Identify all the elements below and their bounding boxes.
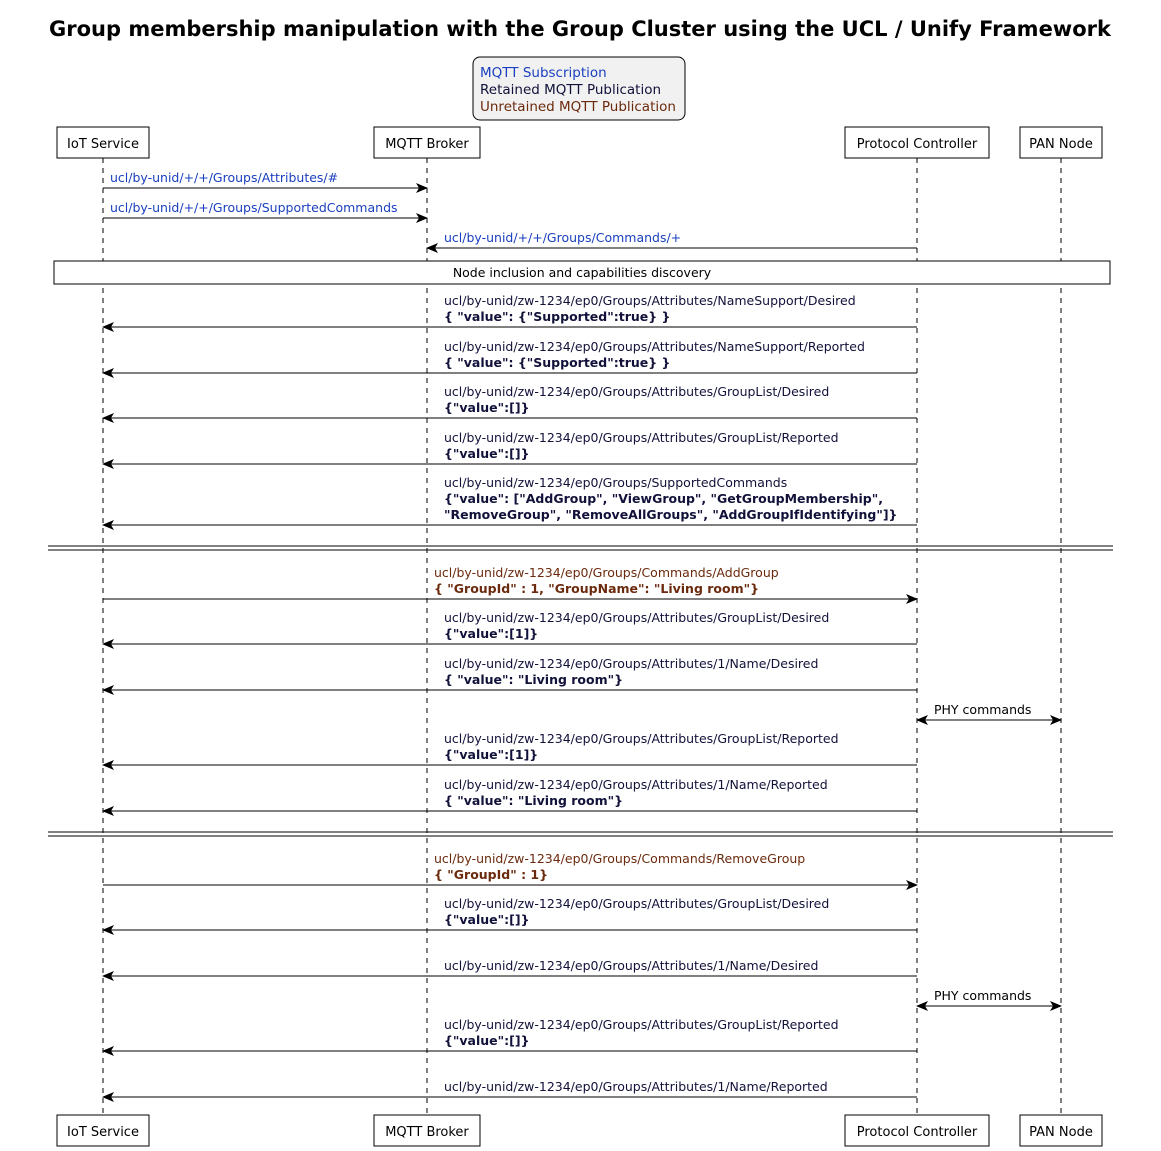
message-payload: {"value": ["AddGroup", "ViewGroup", "Get…	[444, 491, 883, 506]
message-12: PHY commands	[916, 702, 1062, 725]
message-20: ucl/by-unid/zw-1234/ep0/Groups/Attribute…	[102, 1079, 917, 1102]
message-payload: { "GroupId" : 1, "GroupName": "Living ro…	[434, 581, 759, 596]
participant-label: IoT Service	[67, 1125, 139, 1140]
message-topic: ucl/by-unid/zw-1234/ep0/Groups/Commands/…	[434, 565, 779, 580]
participant-label: MQTT Broker	[385, 137, 469, 152]
message-topic: ucl/by-unid/+/+/Groups/Attributes/#	[110, 170, 338, 185]
participant-label: IoT Service	[67, 137, 139, 152]
message-payload: {"value":[1]}	[444, 747, 538, 762]
message-14: ucl/by-unid/zw-1234/ep0/Groups/Attribute…	[102, 777, 917, 816]
message-10: ucl/by-unid/zw-1234/ep0/Groups/Attribute…	[102, 610, 917, 649]
message-topic: ucl/by-unid/zw-1234/ep0/Groups/Attribute…	[444, 293, 856, 308]
message-topic: ucl/by-unid/zw-1234/ep0/Groups/Attribute…	[444, 610, 829, 625]
participant-mqtt-broker-top: MQTT Broker	[373, 126, 481, 159]
message-topic: ucl/by-unid/zw-1234/ep0/Groups/Supported…	[444, 475, 787, 490]
participant-label: Protocol Controller	[857, 137, 978, 152]
participant-iot-service-top: IoT Service	[56, 126, 150, 159]
message-topic: ucl/by-unid/zw-1234/ep0/Groups/Attribute…	[444, 731, 839, 746]
message-19: ucl/by-unid/zw-1234/ep0/Groups/Attribute…	[102, 1017, 917, 1056]
message-payload: {"value":[]}	[444, 400, 530, 415]
message-payload: { "value": {"Supported":true} }	[444, 355, 670, 370]
message-payload: {"value":[]}	[444, 446, 530, 461]
participant-label: PAN Node	[1029, 1125, 1093, 1140]
participant-label: Protocol Controller	[857, 1125, 978, 1140]
message-17: ucl/by-unid/zw-1234/ep0/Groups/Attribute…	[102, 958, 917, 981]
message-18: PHY commands	[916, 988, 1062, 1011]
message-topic: ucl/by-unid/zw-1234/ep0/Groups/Attribute…	[444, 339, 865, 354]
message-9: ucl/by-unid/zw-1234/ep0/Groups/Commands/…	[103, 565, 918, 604]
message-payload: { "value": {"Supported":true} }	[444, 309, 670, 324]
message-topic: ucl/by-unid/zw-1234/ep0/Groups/Attribute…	[444, 958, 818, 973]
message-8: ucl/by-unid/zw-1234/ep0/Groups/Supported…	[102, 475, 917, 530]
participant-mqtt-broker-bottom: MQTT Broker	[373, 1114, 481, 1147]
message-16: ucl/by-unid/zw-1234/ep0/Groups/Attribute…	[102, 896, 917, 935]
participant-protocol-controller-bottom: Protocol Controller	[844, 1114, 990, 1147]
message-topic: ucl/by-unid/zw-1234/ep0/Groups/Attribute…	[444, 1017, 839, 1032]
message-payload: {"value":[1]}	[444, 626, 538, 641]
message-topic: ucl/by-unid/+/+/Groups/Commands/+	[444, 230, 681, 245]
message-5: ucl/by-unid/zw-1234/ep0/Groups/Attribute…	[102, 339, 917, 378]
legend: MQTT Subscription Retained MQTT Publicat…	[472, 56, 686, 121]
divider-2	[48, 831, 1113, 837]
diagram-title: Group membership manipulation with the G…	[49, 17, 1112, 41]
message-payload: {"value":[]}	[444, 912, 530, 927]
message-payload: { "GroupId" : 1}	[434, 867, 548, 882]
message-7: ucl/by-unid/zw-1234/ep0/Groups/Attribute…	[102, 430, 917, 469]
message-topic: ucl/by-unid/zw-1234/ep0/Groups/Attribute…	[444, 384, 829, 399]
message-topic: PHY commands	[934, 702, 1031, 717]
messages: ucl/by-unid/+/+/Groups/Attributes/# ucl/b…	[102, 170, 1062, 1102]
message-topic: ucl/by-unid/zw-1234/ep0/Groups/Attribute…	[444, 656, 818, 671]
group-box	[53, 260, 1111, 285]
message-4: ucl/by-unid/zw-1234/ep0/Groups/Attribute…	[102, 293, 917, 332]
legend-retained: Retained MQTT Publication	[480, 82, 661, 98]
message-topic: ucl/by-unid/zw-1234/ep0/Groups/Attribute…	[444, 1079, 828, 1094]
message-1: ucl/by-unid/+/+/Groups/Attributes/#	[103, 170, 428, 193]
participant-pan-node-top: PAN Node	[1019, 126, 1103, 159]
message-payload: { "value": "Living room"}	[444, 793, 623, 808]
message-payload: {"value":[]}	[444, 1033, 530, 1048]
legend-subscription: MQTT Subscription	[480, 65, 607, 81]
participant-protocol-controller-top: Protocol Controller	[844, 126, 990, 159]
participant-label: MQTT Broker	[385, 1125, 469, 1140]
divider-1	[48, 545, 1113, 551]
node-inclusion-group: Node inclusion and capabilities discover…	[53, 260, 1111, 285]
message-topic: ucl/by-unid/zw-1234/ep0/Groups/Attribute…	[444, 777, 828, 792]
message-6: ucl/by-unid/zw-1234/ep0/Groups/Attribute…	[102, 384, 917, 423]
message-topic: ucl/by-unid/zw-1234/ep0/Groups/Attribute…	[444, 430, 839, 445]
participant-iot-service-bottom: IoT Service	[56, 1114, 150, 1147]
message-13: ucl/by-unid/zw-1234/ep0/Groups/Attribute…	[102, 731, 917, 770]
message-15: ucl/by-unid/zw-1234/ep0/Groups/Commands/…	[103, 851, 918, 890]
message-11: ucl/by-unid/zw-1234/ep0/Groups/Attribute…	[102, 656, 917, 695]
message-3: ucl/by-unid/+/+/Groups/Commands/+	[426, 230, 917, 253]
message-topic: PHY commands	[934, 988, 1031, 1003]
message-topic: ucl/by-unid/+/+/Groups/SupportedCommands	[110, 200, 398, 215]
message-payload: "RemoveGroup", "RemoveAllGroups", "AddGr…	[444, 507, 897, 522]
legend-box	[472, 56, 686, 121]
group-label: Node inclusion and capabilities discover…	[453, 265, 712, 280]
message-topic: ucl/by-unid/zw-1234/ep0/Groups/Commands/…	[434, 851, 805, 866]
legend-unretained: Unretained MQTT Publication	[480, 99, 676, 115]
participant-pan-node-bottom: PAN Node	[1019, 1114, 1103, 1147]
message-topic: ucl/by-unid/zw-1234/ep0/Groups/Attribute…	[444, 896, 829, 911]
participant-label: PAN Node	[1029, 137, 1093, 152]
message-2: ucl/by-unid/+/+/Groups/SupportedCommands	[103, 200, 428, 223]
message-payload: { "value": "Living room"}	[444, 672, 623, 687]
